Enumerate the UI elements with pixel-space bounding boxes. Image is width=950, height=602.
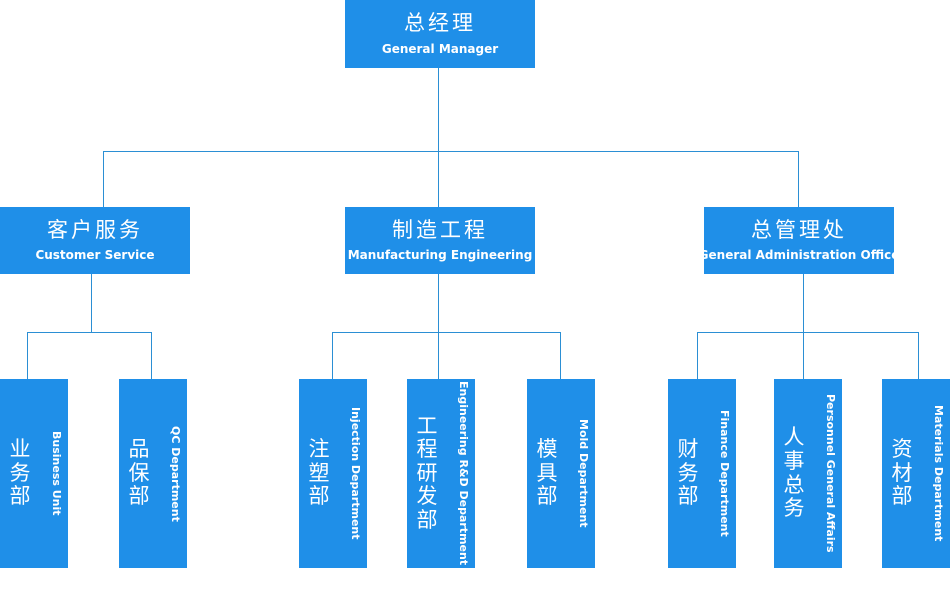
box-title-cn: 制造工程	[392, 217, 488, 242]
connector-line	[798, 151, 799, 207]
connector-line	[438, 273, 439, 380]
connector-line	[697, 332, 698, 380]
dept-name-en: Mold Department	[577, 419, 590, 528]
dept-name-cn: 财务部	[677, 437, 699, 509]
dept-name-cn: 人事总务	[783, 425, 805, 521]
dept-name-en: Injection Department	[349, 407, 362, 540]
dept-engineering-rd: 工程研发部 Engineering R&D Department	[407, 379, 475, 568]
dept-name-en: Personnel General Affairs	[824, 394, 837, 553]
box-title-cn: 总经理	[404, 11, 476, 36]
dept-name-en: QC Department	[169, 425, 182, 522]
dept-name-en: Engineering R&D Department	[457, 381, 470, 566]
box-title-en: General Manager	[381, 41, 499, 56]
connector-line	[27, 332, 152, 333]
connector-line	[697, 332, 919, 333]
box-title-en: Customer Service	[35, 248, 155, 263]
connector-line	[918, 332, 919, 380]
connector-line	[332, 332, 333, 380]
dept-personnel: 人事总务 Personnel General Affairs	[774, 379, 842, 568]
dept-name-cn: 模具部	[536, 437, 558, 509]
division-manufacturing-engineering: 制造工程 Manufacturing Engineering	[345, 207, 535, 274]
dept-name-en: Materials Department	[932, 405, 945, 542]
connector-line	[438, 151, 439, 207]
box-title-cn: 总管理处	[751, 217, 847, 242]
general-manager-box: 总经理 General Manager	[345, 0, 535, 68]
box-title-en: Manufacturing Engineering	[347, 248, 533, 263]
dept-name-cn: 注塑部	[308, 437, 330, 509]
dept-qc: 品保部 QC Department	[119, 379, 187, 568]
box-title-cn: 客户服务	[47, 217, 143, 242]
dept-name-en: Business Unit	[50, 431, 63, 516]
dept-name-en: Finance Department	[718, 410, 731, 537]
dept-materials: 资材部 Materials Department	[882, 379, 950, 568]
connector-line	[103, 151, 799, 152]
connector-line	[91, 273, 92, 333]
dept-injection: 注塑部 Injection Department	[299, 379, 367, 568]
connector-line	[151, 332, 152, 380]
dept-name-cn: 工程研发部	[416, 413, 438, 532]
connector-line	[438, 67, 439, 152]
connector-line	[103, 151, 104, 207]
connector-line	[560, 332, 561, 380]
division-general-administration: 总管理处 General Administration Office	[699, 207, 899, 274]
division-customer-service: 客户服务 Customer Service	[0, 207, 190, 274]
connector-line	[332, 332, 561, 333]
dept-mold: 模具部 Mold Department	[527, 379, 595, 568]
dept-name-cn: 品保部	[128, 437, 150, 509]
connector-line	[803, 273, 804, 380]
dept-finance: 财务部 Finance Department	[668, 379, 736, 568]
dept-name-cn: 业务部	[9, 437, 31, 509]
dept-name-cn: 资材部	[891, 437, 913, 509]
connector-line	[27, 332, 28, 380]
box-title-en: General Administration Office	[698, 248, 900, 263]
dept-business-unit: 业务部 Business Unit	[0, 379, 68, 568]
